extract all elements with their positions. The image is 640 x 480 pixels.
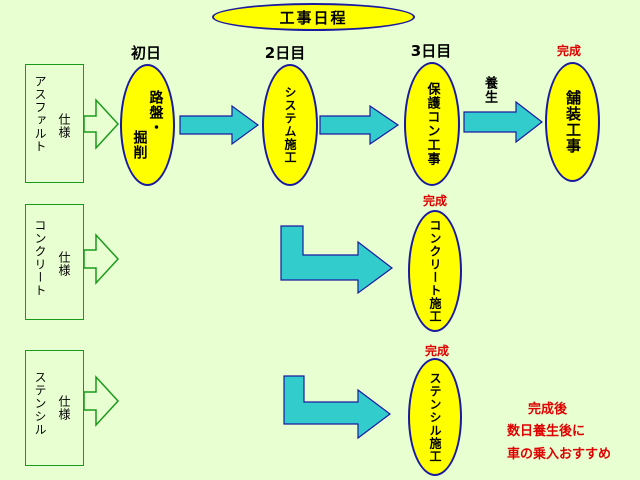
spec-box-asphalt: アスファルト 仕様 xyxy=(25,64,84,183)
flow-arrow-concrete xyxy=(280,225,394,295)
step-protective-concrete: 保護コン工事 xyxy=(404,62,460,186)
complete-label-row3: 完成 xyxy=(424,344,449,358)
spec-arrow-asphalt xyxy=(83,98,120,150)
note-line-1: 完成後 xyxy=(528,402,568,417)
day-1-label: 初日 xyxy=(130,44,161,62)
spec-arrow-stencil xyxy=(83,375,120,427)
step-roadbed-text-b: 掘削 xyxy=(131,130,148,160)
flow-arrow-3 xyxy=(463,100,543,144)
spec-suffix-asphalt: 仕様 xyxy=(57,113,71,139)
spec-suffix-stencil: 仕様 xyxy=(57,395,71,421)
step-stencil-text: ステンシル施工 xyxy=(428,371,442,463)
complete-label-row2: 完成 xyxy=(422,194,447,208)
spec-suffix-concrete: 仕様 xyxy=(57,251,71,277)
spec-arrow-concrete xyxy=(83,233,120,285)
spec-name-asphalt: アスファルト xyxy=(33,75,47,153)
step-system-install: システム施工 xyxy=(262,64,318,186)
note-line-2: 数日養生後に xyxy=(507,424,586,439)
curing-label: 養生 xyxy=(482,76,497,104)
flow-arrow-1 xyxy=(179,104,260,146)
spec-box-stencil: ステンシル 仕様 xyxy=(25,350,84,466)
step-roadbed-text-a: 路盤・ xyxy=(147,90,164,135)
flow-arrow-stencil xyxy=(283,375,391,440)
step-roadbed-excavation: 路盤・ 掘削 xyxy=(120,64,175,186)
spec-name-stencil: ステンシル xyxy=(33,371,47,436)
spec-name-concrete: コンクリート xyxy=(33,219,47,297)
flow-arrow-2 xyxy=(319,104,400,146)
day-2-label: 2日目 xyxy=(264,44,306,62)
step-concrete-text: コンクリート施工 xyxy=(428,219,442,323)
spec-box-concrete: コンクリート 仕様 xyxy=(25,204,84,320)
day-3-label: 3日目 xyxy=(410,42,452,60)
note-line-3: 車の乗入おすすめ xyxy=(507,447,612,462)
complete-label-row1: 完成 xyxy=(556,44,581,58)
schedule-title: 工事日程 xyxy=(212,3,415,31)
step-concrete-install: コンクリート施工 xyxy=(408,210,462,332)
step-protective-text: 保護コン工事 xyxy=(424,82,440,166)
step-stencil-install: ステンシル施工 xyxy=(408,358,462,476)
step-system-text: システム施工 xyxy=(283,86,297,164)
step-paving-text: 舗装工事 xyxy=(564,90,582,154)
step-paving: 舗装工事 xyxy=(545,62,600,182)
